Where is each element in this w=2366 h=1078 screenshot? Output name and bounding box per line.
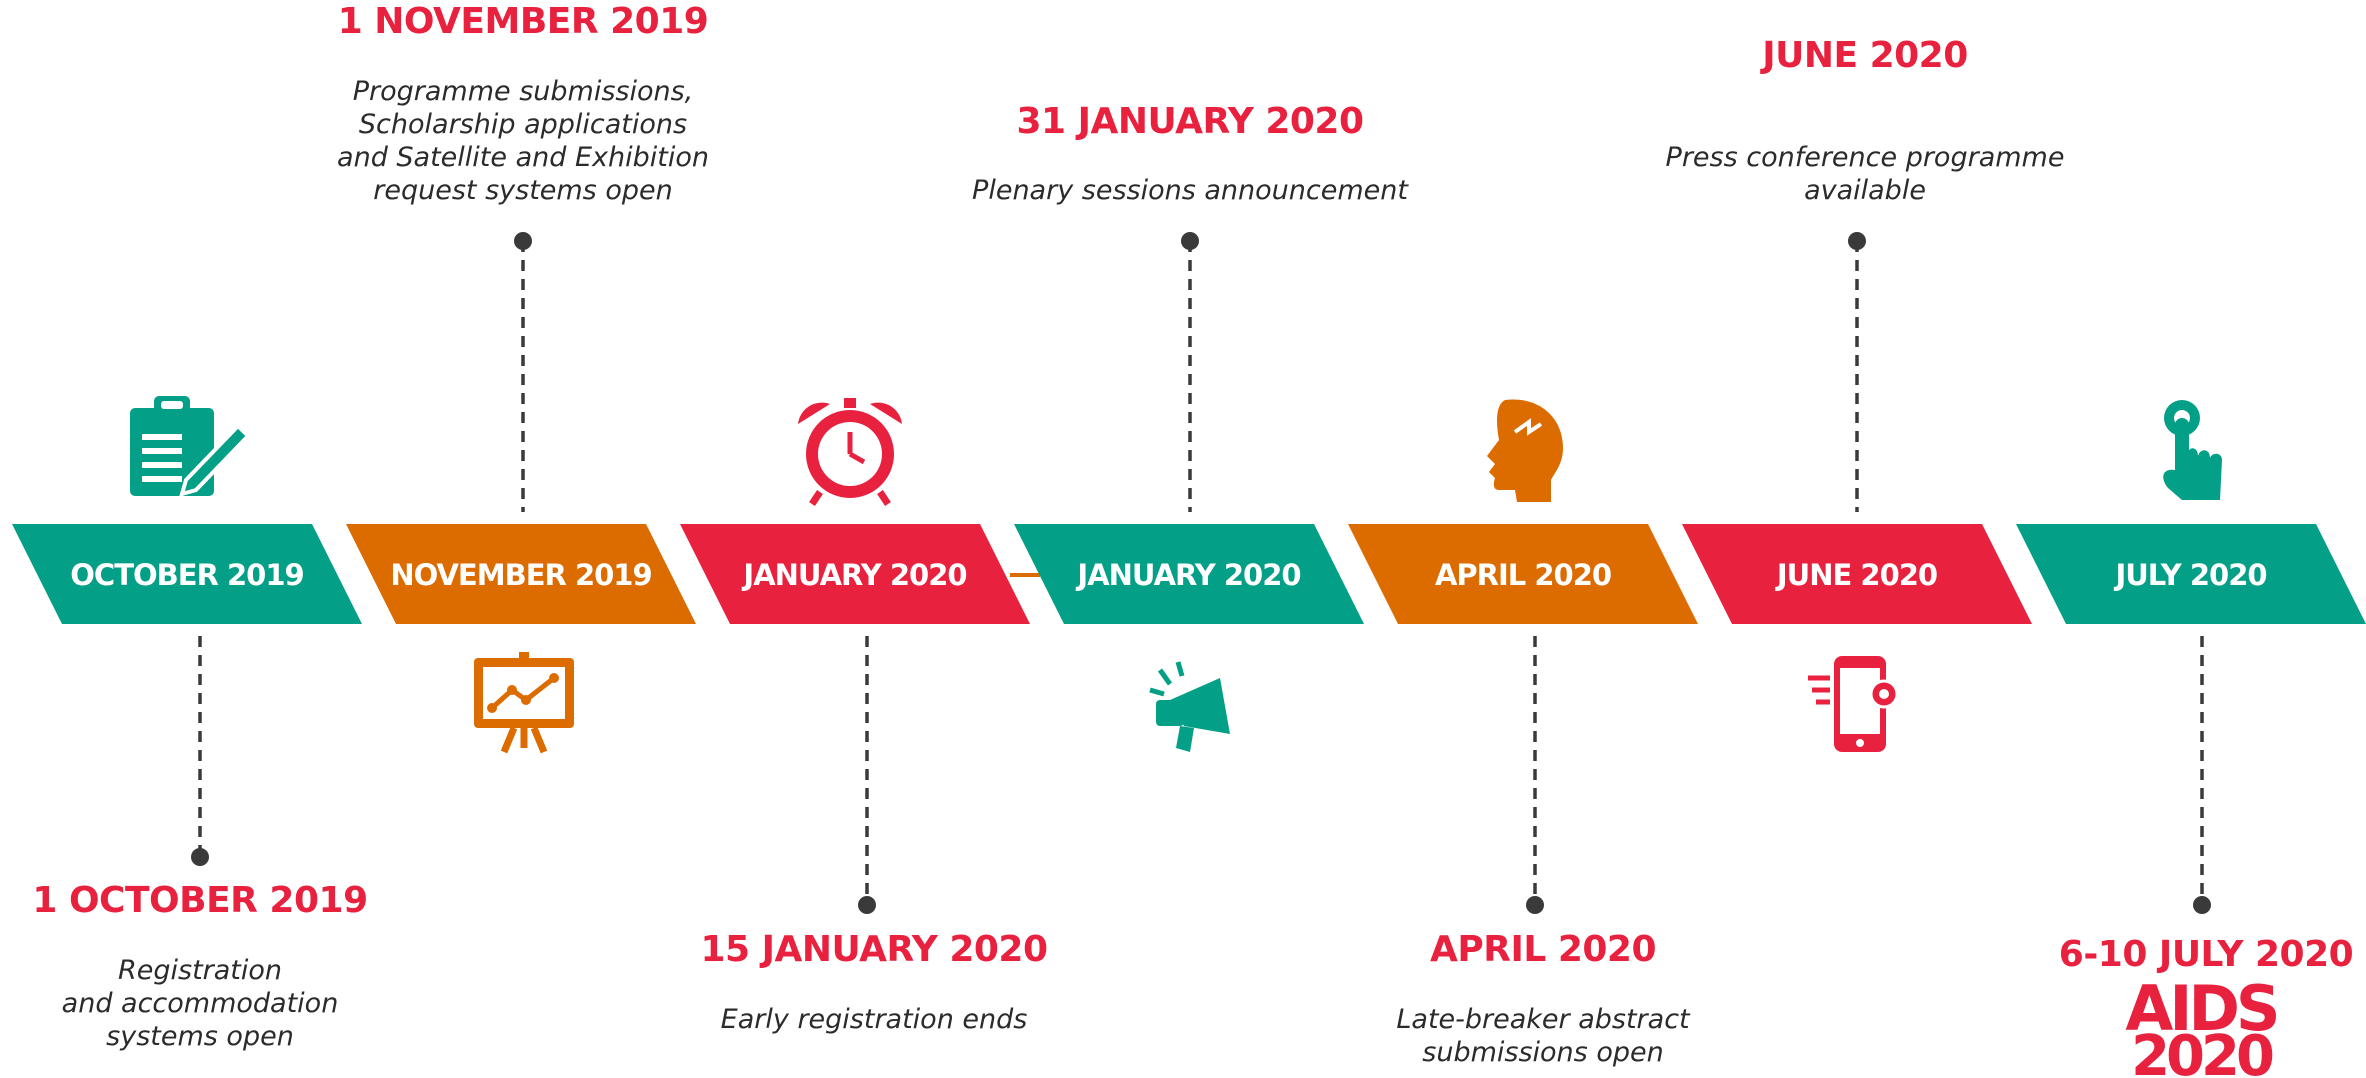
milestone-date: 1 NOVEMBER 2019 [338,1,709,42]
milestone-date: JUNE 2020 [1759,35,1968,76]
milestone-connector-3 [858,636,876,914]
milestone-description-line: and Satellite and Exhibition [337,142,709,173]
stage-label: NOVEMBER 2019 [390,558,651,592]
finger-tap-icon [2163,400,2222,500]
milestone-dot [1848,232,1866,250]
milestone-description-line: Registration [118,955,282,986]
clipboard-pen-icon [130,396,251,497]
logo-line-1: AIDS [2125,972,2277,1045]
milestone-description-line: Programme submissions, [353,76,694,107]
stage-band-2: NOVEMBER 2019 [346,524,696,624]
stage-band-shape [2016,524,2366,624]
stage-label: JANUARY 2020 [1075,558,1300,592]
milestone-connector-2 [514,232,532,512]
milestone-connector-5 [1526,636,1544,914]
milestone-date: 6-10 JULY 2020 [2059,934,2353,975]
stage-band-6: JUNE 2020 [1682,524,2032,624]
milestone-description-line: request systems open [373,175,672,206]
milestone-date: 15 JANUARY 2020 [700,929,1047,970]
stage-label: OCTOBER 2019 [70,558,303,592]
head-idea-icon [1487,399,1563,502]
milestone-dot [1181,232,1199,250]
megaphone-icon [1149,661,1230,752]
logo-line-2: 2020 [2131,1024,2273,1078]
milestone-description-line: Late-breaker abstract [1396,1004,1691,1035]
milestone-connector-1 [191,636,209,866]
milestone-description-line: Plenary sessions announcement [972,175,1409,206]
stage-band-shape [680,524,1030,624]
milestone-date: 1 OCTOBER 2019 [32,880,367,921]
stage-band-7: JULY 2020 [2016,524,2366,624]
milestone-description-line: Press conference programme [1666,142,2065,173]
milestone-dot [2193,896,2211,914]
alarm-clock-icon [798,398,902,506]
stage-band-shape [1014,524,1364,624]
milestone-7: 6-10 JULY 2020 [2059,934,2354,975]
milestone-dot [1526,896,1544,914]
milestone-description-line: available [1804,175,1926,206]
stage-label: APRIL 2020 [1435,558,1611,592]
stage-band-1: OCTOBER 2019 [12,524,362,624]
milestone-connector-6 [1848,232,1866,512]
stage-band-5: APRIL 2020 [1348,524,1698,624]
milestone-description-line: Early registration ends [721,1004,1028,1035]
presentation-board-icon [474,652,574,754]
stage-band-3: JANUARY 2020 [680,524,1030,624]
milestone-description-line: submissions open [1422,1037,1663,1068]
smartphone-settings-icon [1808,656,1899,752]
stage-band-shape [12,524,362,624]
milestone-dot [514,232,532,250]
milestone-description-line: and accommodation [62,988,339,1019]
milestone-dot [191,848,209,866]
stage-label: JULY 2020 [2113,558,2266,592]
aids-2020-logo: AIDS 2020 [2125,972,2281,1078]
stage-label: JUNE 2020 [1775,558,1937,592]
milestone-dot [858,896,876,914]
stage-label: JANUARY 2020 [741,558,966,592]
milestone-connector-4 [1181,232,1199,512]
milestone-description-line: Scholarship applications [359,109,687,140]
stage-band-shape [1348,524,1698,624]
stage-band-4: JANUARY 2020 [1014,524,1364,624]
milestone-connector-7 [2193,636,2211,914]
milestone-description-line: systems open [106,1021,294,1052]
milestone-date: 31 JANUARY 2020 [1016,101,1363,142]
milestone-date: APRIL 2020 [1430,929,1656,970]
stage-band-shape [1682,524,2032,624]
stage-band-shape [346,524,696,624]
